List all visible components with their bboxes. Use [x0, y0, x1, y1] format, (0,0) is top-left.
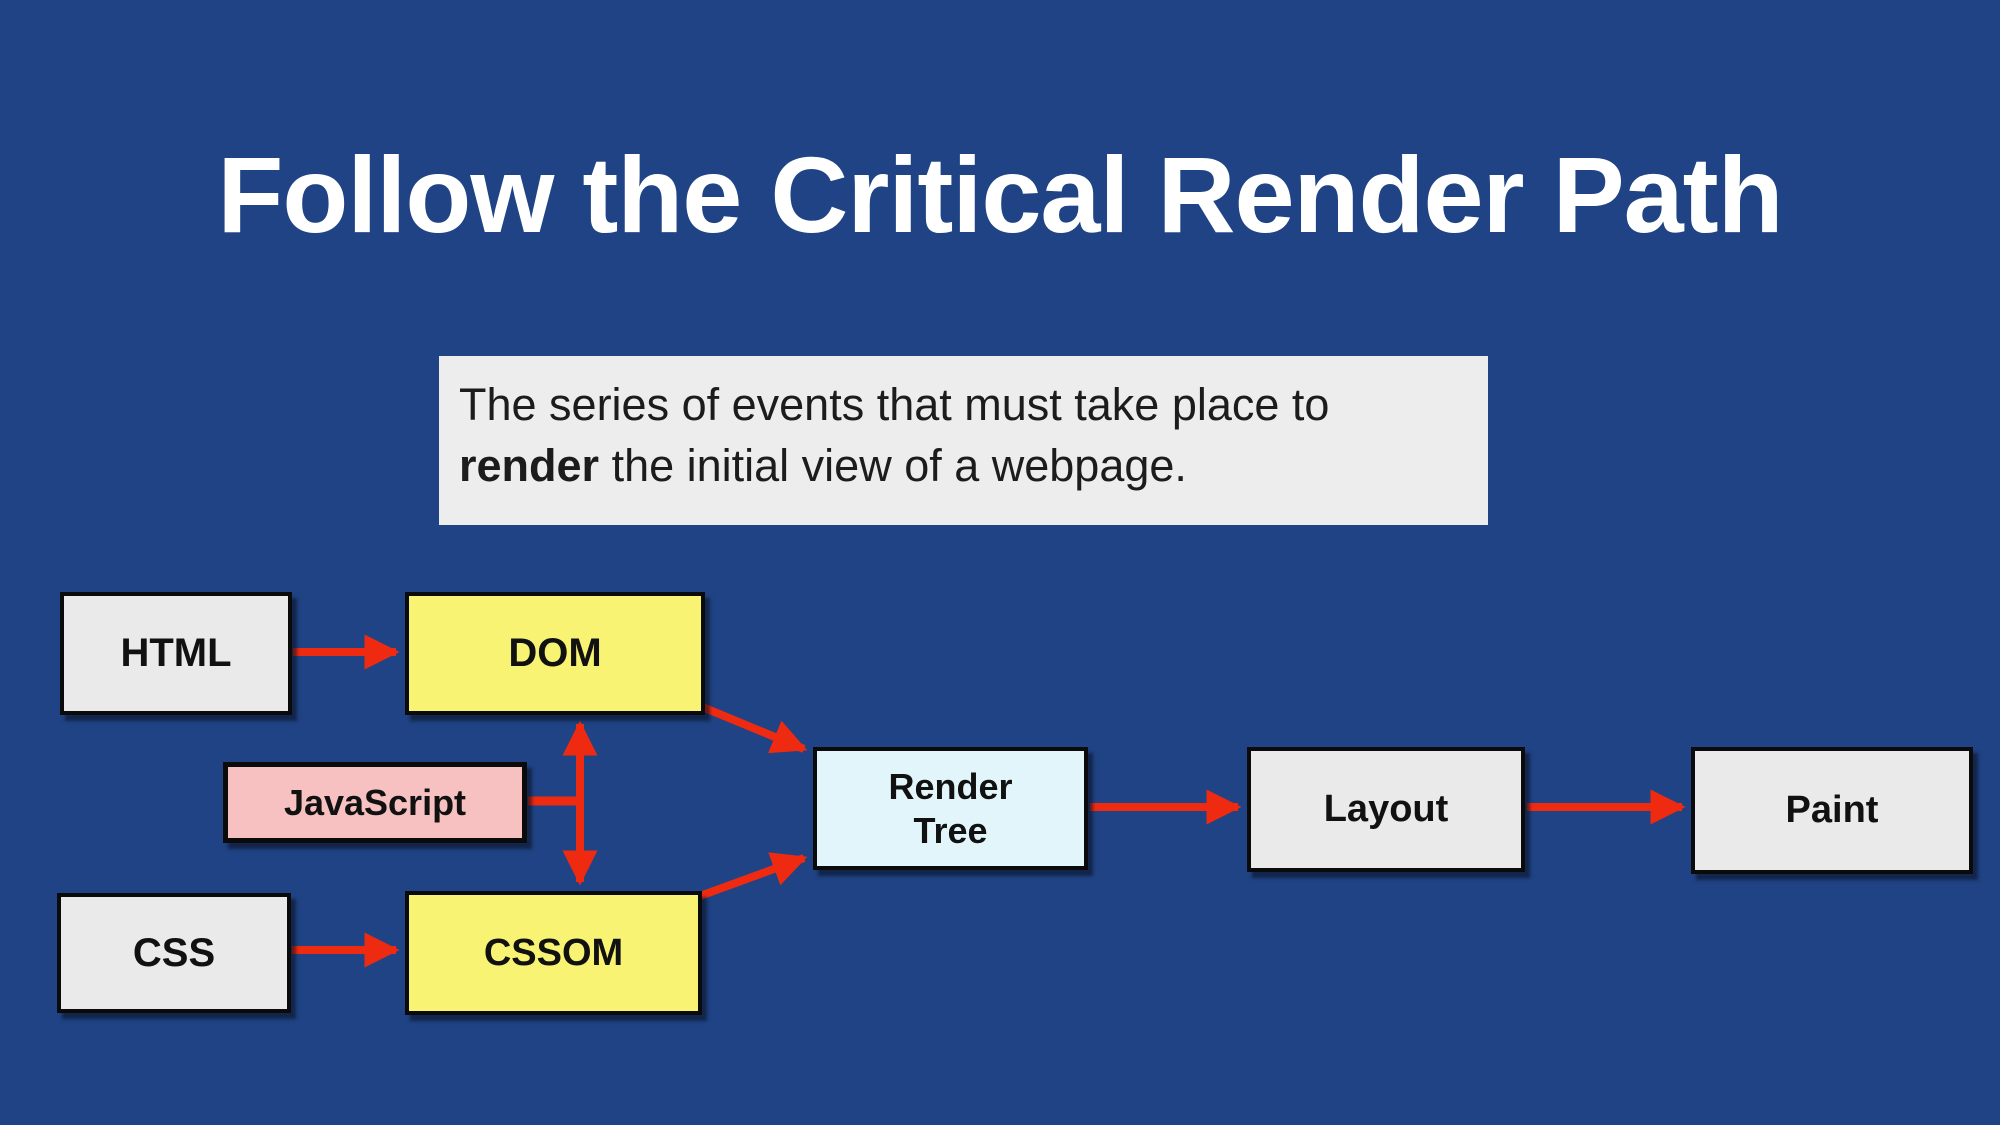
arrow-dom-to-render-tree	[698, 702, 808, 754]
subtitle-panel: The series of events that must take plac…	[439, 356, 1488, 525]
node-paint: Paint	[1691, 747, 1973, 874]
node-javascript: JavaScript	[223, 762, 527, 843]
subtitle-line2: render the initial view of a webpage.	[459, 435, 1464, 496]
subtitle-line1: The series of events that must take plac…	[459, 379, 1330, 430]
node-render-tree: Render Tree	[813, 747, 1088, 870]
node-javascript-label: JavaScript	[283, 781, 467, 823]
node-cssom-label: CSSOM	[483, 931, 624, 974]
node-paint-label: Paint	[1785, 789, 1879, 831]
node-dom: DOM	[405, 592, 705, 715]
node-layout-label: Layout	[1323, 788, 1449, 830]
arrow-cssom-to-render-tree	[698, 852, 808, 900]
node-cssom: CSSOM	[405, 891, 702, 1015]
node-css-label: CSS	[132, 930, 216, 975]
node-layout: Layout	[1247, 747, 1525, 872]
node-render-tree-label-line1: Render	[888, 765, 1013, 807]
subtitle-bold-word: render	[459, 440, 600, 491]
node-html: HTML	[60, 592, 292, 715]
node-css: CSS	[57, 893, 291, 1013]
page-title: Follow the Critical Render Path	[217, 134, 1783, 255]
node-render-tree-label-line2: Tree	[913, 809, 988, 851]
subtitle-line2-rest: the initial view of a webpage.	[599, 440, 1187, 491]
node-html-label: HTML	[120, 631, 232, 675]
node-dom-label: DOM	[508, 631, 602, 675]
